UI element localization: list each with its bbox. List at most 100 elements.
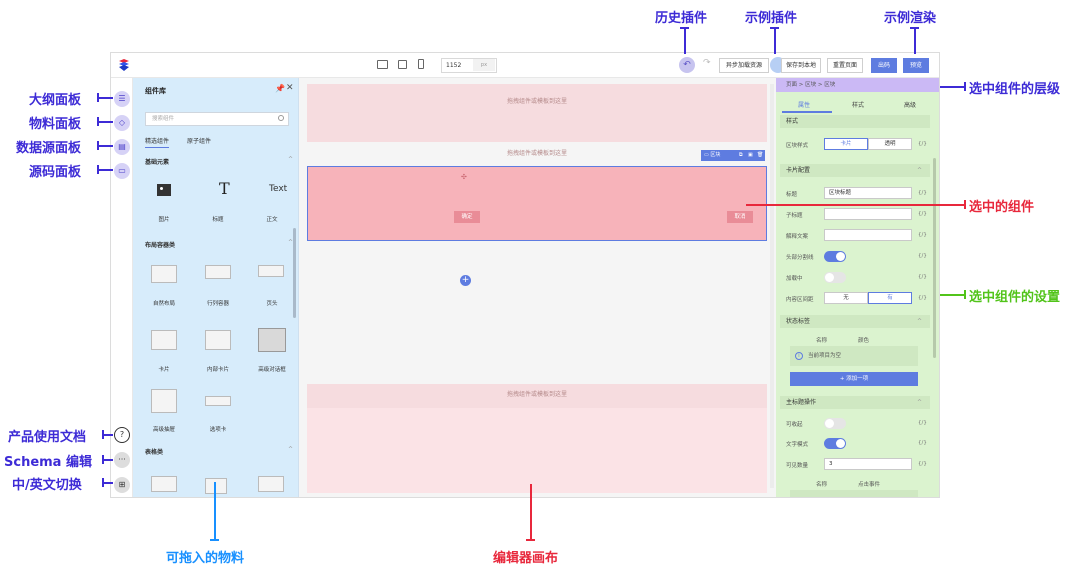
- title-input[interactable]: 区块标题: [824, 187, 912, 199]
- component-body[interactable]: 正文: [266, 217, 278, 223]
- close-icon[interactable]: ✕: [286, 83, 294, 93]
- save-local-button[interactable]: 保存到本地: [781, 58, 821, 73]
- tablet-view-icon[interactable]: [398, 60, 407, 69]
- save-icon[interactable]: ▣: [748, 152, 753, 158]
- component-image[interactable]: 图片: [158, 217, 170, 223]
- section-status-tags[interactable]: 状态标签^: [780, 315, 930, 328]
- chevron-up-icon[interactable]: ^: [916, 399, 922, 406]
- async-load-button[interactable]: 异步加载资源: [719, 58, 769, 73]
- language-switch-icon[interactable]: ⊞: [114, 477, 130, 493]
- confirm-button[interactable]: 确定: [454, 211, 480, 223]
- drop-zone[interactable]: [307, 384, 767, 408]
- outline-panel-icon[interactable]: ☰: [114, 91, 130, 107]
- block-style-transparent-option[interactable]: 透明: [868, 138, 912, 150]
- chevron-up-icon[interactable]: ^: [916, 318, 922, 325]
- label-selected-hierarchy: 选中组件的层级: [969, 82, 1061, 97]
- component-free-layout[interactable]: 自然布局: [152, 301, 175, 307]
- component-settings-panel: 页面 > 区块 > 区块 属性 样式 高级 样式 区块样式 卡片 透明 {/} …: [776, 78, 939, 497]
- canvas-scrollbar[interactable]: [770, 84, 774, 488]
- redo-icon[interactable]: ↷: [703, 58, 711, 68]
- drop-zone[interactable]: [307, 84, 767, 142]
- text-mode-toggle[interactable]: [824, 438, 846, 449]
- component-card[interactable]: 卡片: [158, 367, 170, 373]
- section-card-config[interactable]: 卡片配置^: [780, 164, 930, 177]
- source-panel-icon[interactable]: ▭: [114, 163, 130, 179]
- component-search-input[interactable]: 搜索组件: [145, 112, 289, 126]
- tab-style[interactable]: 样式: [852, 102, 865, 109]
- callout-line: [940, 294, 964, 296]
- chevron-up-icon[interactable]: ^: [288, 156, 294, 163]
- settings-scrollbar[interactable]: [933, 158, 936, 358]
- bind-variable-icon[interactable]: {/}: [918, 211, 927, 217]
- chevron-up-icon[interactable]: ^: [288, 239, 294, 246]
- visible-count-input[interactable]: 3: [824, 458, 912, 470]
- block-style-card-option[interactable]: 卡片: [824, 138, 868, 150]
- schema-edit-icon[interactable]: ···: [114, 452, 130, 468]
- bind-variable-icon[interactable]: {/}: [918, 232, 927, 238]
- desktop-view-icon[interactable]: [377, 60, 388, 69]
- collapsible-toggle[interactable]: [824, 418, 846, 429]
- drop-zone[interactable]: [307, 408, 767, 493]
- search-placeholder: 搜索组件: [152, 116, 175, 122]
- subtitle-input[interactable]: [824, 208, 912, 220]
- loading-toggle[interactable]: [824, 272, 846, 283]
- bind-variable-icon[interactable]: {/}: [918, 253, 927, 259]
- chevron-up-icon[interactable]: ^: [288, 446, 294, 453]
- library-scrollbar[interactable]: [293, 228, 296, 318]
- component-inner-card[interactable]: 内部卡片: [206, 367, 229, 373]
- help-docs-icon[interactable]: ?: [114, 427, 130, 443]
- bind-variable-icon[interactable]: {/}: [918, 461, 927, 467]
- text-component-icon: Text: [269, 184, 288, 194]
- selection-toolbar[interactable]: ▭ 区块 ⧉ ▣ 🗑: [701, 150, 765, 161]
- component-tabs[interactable]: 选项卡: [209, 427, 227, 433]
- bind-variable-icon[interactable]: {/}: [918, 420, 927, 426]
- delete-icon[interactable]: 🗑: [757, 152, 764, 158]
- canvas-width-input[interactable]: 1152: [441, 58, 497, 73]
- export-code-button[interactable]: 出码: [871, 58, 897, 73]
- copy-icon[interactable]: ⧉: [739, 152, 743, 158]
- tab-atomic-components[interactable]: 原子组件: [187, 138, 212, 145]
- tab-properties[interactable]: 属性: [798, 102, 811, 109]
- component-library-panel: 组件库 📌 ✕ 搜索组件 精选组件 原子组件 基础元素 ^ T Text 图片 …: [133, 78, 299, 497]
- component-advanced-dialog[interactable]: 高级对话框: [258, 367, 286, 373]
- material-panel-icon[interactable]: ◇: [114, 115, 130, 131]
- editor-canvas[interactable]: 拖拽组件或模板到这里 拖拽组件或模板到这里 ▭ 区块 ⧉ ▣ 🗑 ✣ 确定 取消…: [299, 78, 776, 497]
- pin-icon[interactable]: 📌: [275, 84, 285, 93]
- bind-variable-icon[interactable]: {/}: [918, 440, 927, 446]
- component-advanced-drawer[interactable]: 高级抽屉: [152, 427, 175, 433]
- component-row-col[interactable]: 行列容器: [206, 301, 229, 307]
- undo-icon[interactable]: ↶: [679, 57, 695, 73]
- group-layout-containers[interactable]: 布局容器类: [145, 242, 176, 249]
- page-header-thumb-icon: [258, 265, 284, 277]
- tab-advanced[interactable]: 高级: [904, 102, 917, 109]
- bind-variable-icon[interactable]: {/}: [918, 141, 927, 147]
- add-block-icon[interactable]: +: [460, 275, 471, 286]
- section-style[interactable]: 样式: [780, 115, 930, 128]
- section-main-title-actions[interactable]: 主标题操作^: [780, 396, 930, 409]
- phone-view-icon[interactable]: [418, 59, 424, 69]
- padding-none-option[interactable]: 无: [824, 292, 868, 304]
- component-title[interactable]: 标题: [212, 217, 224, 223]
- component-page-header[interactable]: 页头: [266, 301, 278, 307]
- dialog-thumb-icon: [258, 328, 286, 352]
- selected-component[interactable]: [307, 166, 767, 241]
- explain-input[interactable]: [824, 229, 912, 241]
- bind-variable-icon[interactable]: {/}: [918, 274, 927, 280]
- cancel-button[interactable]: 取消: [727, 211, 753, 223]
- breadcrumb[interactable]: 页面 > 区块 > 区块: [776, 78, 939, 92]
- preview-button[interactable]: 预览: [903, 58, 929, 73]
- group-basic-elements[interactable]: 基础元素: [145, 159, 170, 166]
- reset-page-button[interactable]: 重置页面: [827, 58, 863, 73]
- padding-yes-option[interactable]: 有: [868, 292, 912, 304]
- move-handle-icon[interactable]: ✣: [461, 173, 467, 181]
- drop-hint: 拖拽组件或模板到这里: [506, 150, 567, 157]
- chevron-up-icon[interactable]: ^: [916, 167, 922, 174]
- bind-variable-icon[interactable]: {/}: [918, 295, 927, 301]
- divider-toggle[interactable]: [824, 251, 846, 262]
- datasource-panel-icon[interactable]: ▤: [114, 139, 130, 155]
- group-tables[interactable]: 表格类: [145, 449, 164, 456]
- empty-list: i 当前项目为空: [790, 346, 918, 366]
- add-item-button[interactable]: + 添加一项: [790, 372, 918, 386]
- tab-featured-components[interactable]: 精选组件: [145, 136, 170, 148]
- bind-variable-icon[interactable]: {/}: [918, 190, 927, 196]
